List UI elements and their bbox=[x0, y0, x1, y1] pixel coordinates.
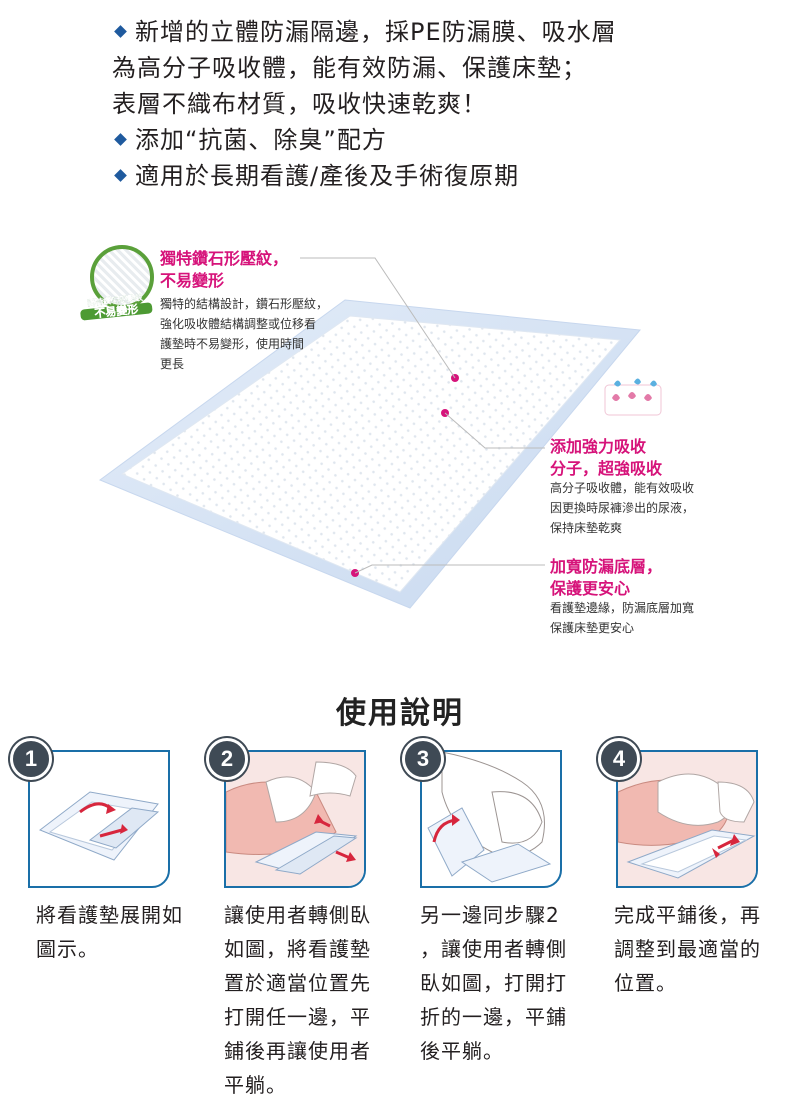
step-number-badge: 3 bbox=[402, 738, 444, 780]
step-frame bbox=[224, 750, 366, 888]
intro-line-5: 適用於長期看護/產後及手術復原期 bbox=[112, 158, 712, 194]
step-frame bbox=[616, 750, 758, 888]
intro-list: 新增的立體防漏隔邊，採PE防漏膜、吸水層 為高分子吸收體，能有效防漏、保護床墊；… bbox=[112, 14, 712, 194]
intro-line-3: 表層不織布材質，吸收快速乾爽！ bbox=[112, 90, 487, 118]
intro-line-1: 新增的立體防漏隔邊，採PE防漏膜、吸水層 bbox=[112, 14, 712, 50]
step-4-figure: 4 bbox=[598, 738, 758, 888]
step-1-illustration bbox=[38, 791, 160, 861]
diamond-pattern-badge: 獨特鑽石形壓紋 不易變形 bbox=[79, 245, 154, 321]
step-1-description: 將看護墊展開如 圖示。 bbox=[36, 903, 183, 961]
badge-pattern-icon bbox=[90, 245, 154, 309]
callout-leak-title: 加寬防漏底層， 保護更安心 bbox=[550, 557, 663, 598]
step-number-badge: 2 bbox=[206, 738, 248, 780]
callout-line bbox=[444, 412, 545, 449]
absorb-droplets-icon bbox=[604, 378, 662, 416]
intro-line-2: 為高分子吸收體，能有效防漏、保護床墊； bbox=[112, 54, 587, 82]
underpad-illustration bbox=[98, 257, 662, 609]
step-2-illustration bbox=[226, 752, 364, 886]
pad-inner bbox=[120, 315, 622, 593]
step-3-description: 另一邊同步驟2 ，讓使用者轉側 臥如圖，打開打 折的一邊，平鋪 後平躺。 bbox=[420, 903, 567, 1063]
step-4-description: 完成平鋪後，再 調整到最適當的 位置。 bbox=[614, 903, 761, 995]
step-number-badge: 1 bbox=[10, 738, 52, 780]
callout-diamond-body: 獨特的結構設計，鑽石形壓紋， 強化吸收體結構調整或位移看 護墊時不易變形，使用時… bbox=[160, 297, 329, 371]
usage-title: 使用說明 bbox=[336, 696, 464, 731]
callout-line bbox=[300, 257, 456, 379]
step-3-illustration bbox=[427, 752, 552, 883]
callout-line bbox=[354, 564, 545, 574]
step-number-badge: 4 bbox=[598, 738, 640, 780]
callout-absorb-title: 添加強力吸收 分子，超強吸收 bbox=[550, 437, 663, 478]
intro-line-4: 添加“抗菌、除臭”配方 bbox=[112, 122, 712, 158]
step-frame bbox=[420, 750, 562, 888]
step-2-description: 讓使用者轉側臥 如圖，將看護墊 置於適當位置先 打開任一邊，平 鋪後再讓使用者 … bbox=[224, 903, 371, 1097]
callout-absorb-body: 高分子吸收體，能有效吸收 因更換時尿褲滲出的尿液， 保持床墊乾爽 bbox=[550, 481, 695, 535]
step-2-figure: 2 bbox=[206, 738, 366, 888]
callout-diamond-title: 獨特鑽石形壓紋， 不易變形 bbox=[160, 249, 289, 290]
step-3-figure: 3 bbox=[402, 738, 562, 888]
callout-leak-body: 看護墊邊緣，防漏底層加寬 保護床墊更安心 bbox=[550, 601, 695, 635]
step-frame bbox=[28, 750, 170, 888]
step-1-figure: 1 bbox=[10, 738, 170, 888]
step-4-illustration bbox=[618, 752, 756, 886]
